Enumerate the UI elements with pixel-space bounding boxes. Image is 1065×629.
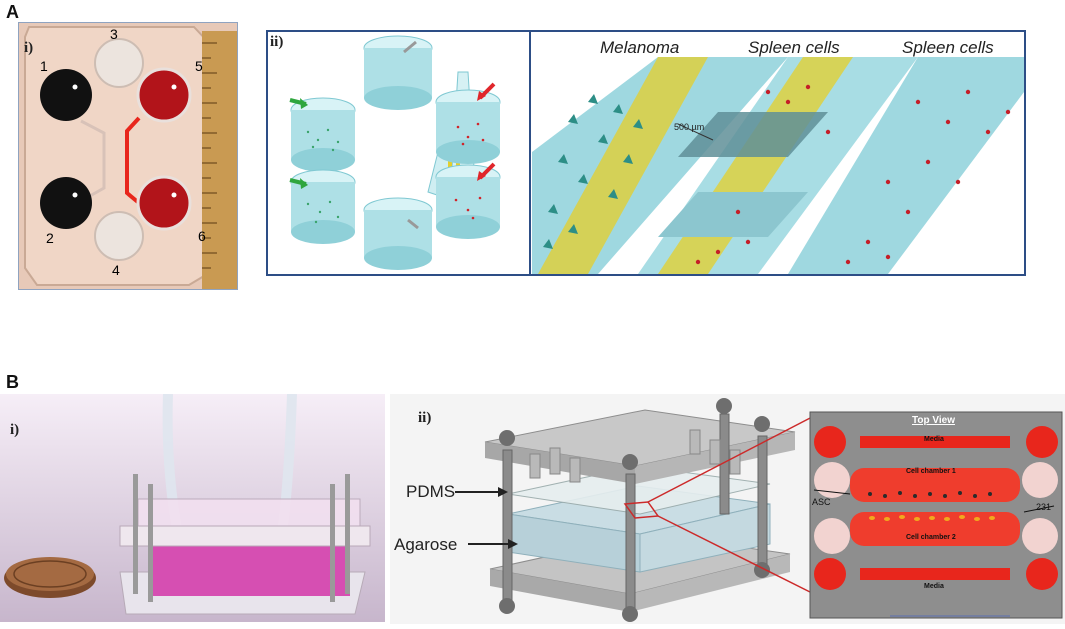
well-5-red — [136, 67, 192, 123]
gap-dimension-label: 500 µm — [674, 122, 705, 132]
gray-arrow-icon — [407, 218, 419, 230]
six-well-device — [289, 35, 501, 270]
zoomed-channels — [532, 32, 1024, 274]
top-view-title: Top View — [912, 415, 955, 426]
pdms-label: PDMS — [406, 482, 456, 501]
well-number-6: 6 — [198, 228, 206, 244]
well-number-2: 2 — [46, 230, 54, 246]
panel-b-ii-label: ii) — [418, 410, 432, 426]
cell-chamber-1-label: Cell chamber 1 — [906, 468, 956, 475]
top-view-inset — [809, 411, 1063, 619]
header-spleen-cells-2: Spleen cells — [902, 38, 994, 57]
panel-a-i-label: i) — [24, 40, 34, 56]
device-photo-illustration — [0, 394, 385, 622]
well-4-clear — [94, 211, 144, 261]
well-1-black — [40, 69, 92, 121]
panel-b-letter: B — [6, 372, 19, 392]
well-3-clear — [94, 38, 144, 88]
well-2-black — [40, 177, 92, 229]
panel-a-ii-schematic — [289, 32, 1024, 274]
agarose-label: Agarose — [394, 535, 458, 554]
panel-a-letter: A — [6, 2, 19, 22]
well-number-1: 1 — [40, 58, 48, 74]
header-spleen-cells-1: Spleen cells — [748, 38, 840, 57]
panel-a-i-photo — [18, 22, 238, 290]
label-231: 231 — [1036, 502, 1052, 512]
well-number-5: 5 — [195, 58, 203, 74]
well-6-red — [136, 175, 192, 231]
header-melanoma: Melanoma — [600, 38, 680, 57]
chip-photo-illustration — [19, 23, 237, 289]
cell-chamber-2-label: Cell chamber 2 — [906, 534, 956, 541]
media-bottom-label: Media — [924, 583, 944, 590]
panel-a-ii-label: ii) — [270, 34, 284, 50]
panel-a-ii-frame — [266, 30, 1026, 276]
panel-b-i-label: i) — [10, 422, 20, 438]
well-number-4: 4 — [112, 262, 120, 278]
asc-label: ASC — [812, 497, 831, 507]
panel-b-ii-schematic — [390, 394, 1065, 624]
gray-arrow-icon — [403, 40, 417, 54]
well-number-3: 3 — [110, 26, 118, 42]
panel-b-i-photo — [0, 394, 385, 622]
media-top-label: Media — [924, 436, 944, 443]
